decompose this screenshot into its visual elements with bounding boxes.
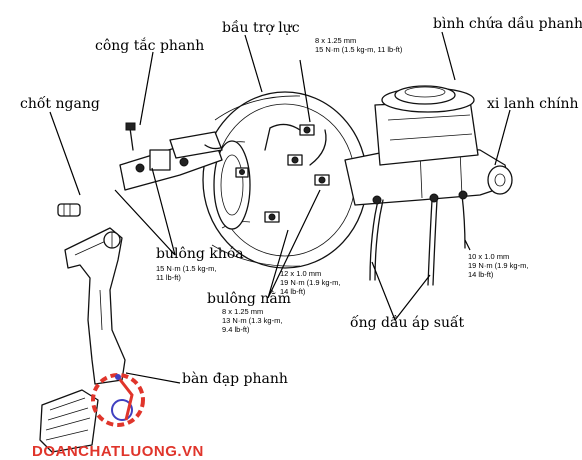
clevis-pin [57, 203, 81, 217]
label-binh-chua-dau-phanh: bình chứa dầu phanh [433, 15, 582, 32]
brake-switch-assembly [119, 122, 223, 191]
label-bulong-khoa: bulông khóa [156, 246, 244, 262]
spec-khoa: 15 N·m (1.5 kg-m, 11 lb-ft) [156, 264, 216, 282]
label-bau-tro-luc: bầu trợ lực [222, 19, 300, 36]
spec-text: 8 x 1.25 mm [222, 307, 263, 316]
watermark-gear-icon [91, 373, 145, 427]
label-cong-tac-phanh: công tắc phanh [95, 36, 204, 54]
watermark-text: DOANCHATLUONG.VN [32, 443, 204, 460]
brake-pressure-lines [369, 190, 468, 286]
spec-text: 14 lb-ft) [468, 270, 494, 279]
spec-text: 11 lb-ft) [156, 273, 181, 282]
bolt [287, 154, 303, 166]
label-chot-ngang: chốt ngang [20, 95, 100, 112]
pedal-pad [39, 389, 99, 453]
bolt [235, 167, 249, 178]
spec-text: 19 N·m (1.9 kg-m, [468, 261, 528, 270]
spec-text: 12 x 1.0 mm [280, 269, 321, 278]
label-xi-lanh-chinh: xi lanh chính [487, 96, 579, 112]
spec-mid: 12 x 1.0 mm 19 N·m (1.9 kg-m, 14 lb-ft) [280, 269, 340, 296]
spec-top: 8 x 1.25 mm 15 N·m (1.5 kg-m, 11 lb-ft) [315, 36, 403, 54]
bolt [264, 211, 280, 223]
spec-text: 8 x 1.25 mm [315, 36, 356, 45]
spec-text: 13 N·m (1.3 kg-m, [222, 316, 282, 325]
spec-text: 9.4 lb-ft) [222, 325, 250, 334]
brake-fluid-reservoir [374, 85, 479, 166]
bolt [314, 174, 330, 186]
spec-text: 19 N·m (1.9 kg-m, [280, 278, 340, 287]
spec-text: 10 x 1.0 mm [468, 252, 509, 261]
spec-right: 10 x 1.0 mm 19 N·m (1.9 kg-m, 14 lb-ft) [468, 252, 528, 279]
label-ong-dau-ap-suat: ống dầu áp suất [350, 314, 465, 331]
spec-text: 15 N·m (1.5 kg-m, [156, 264, 216, 273]
spec-text: 14 lb-ft) [280, 287, 306, 296]
booster-bolts [235, 123, 330, 223]
spec-nam: 8 x 1.25 mm 13 N·m (1.3 kg-m, 9.4 lb-ft) [222, 307, 282, 334]
label-bulong-nam: bulông nằm [207, 289, 291, 307]
leader-lines [49, 31, 511, 384]
bolt [299, 124, 315, 136]
label-ban-dap-phanh: bàn đạp phanh [182, 370, 288, 387]
brake-pedal-arm [64, 227, 126, 385]
spec-text: 15 N·m (1.5 kg-m, 11 lb-ft) [315, 45, 403, 54]
